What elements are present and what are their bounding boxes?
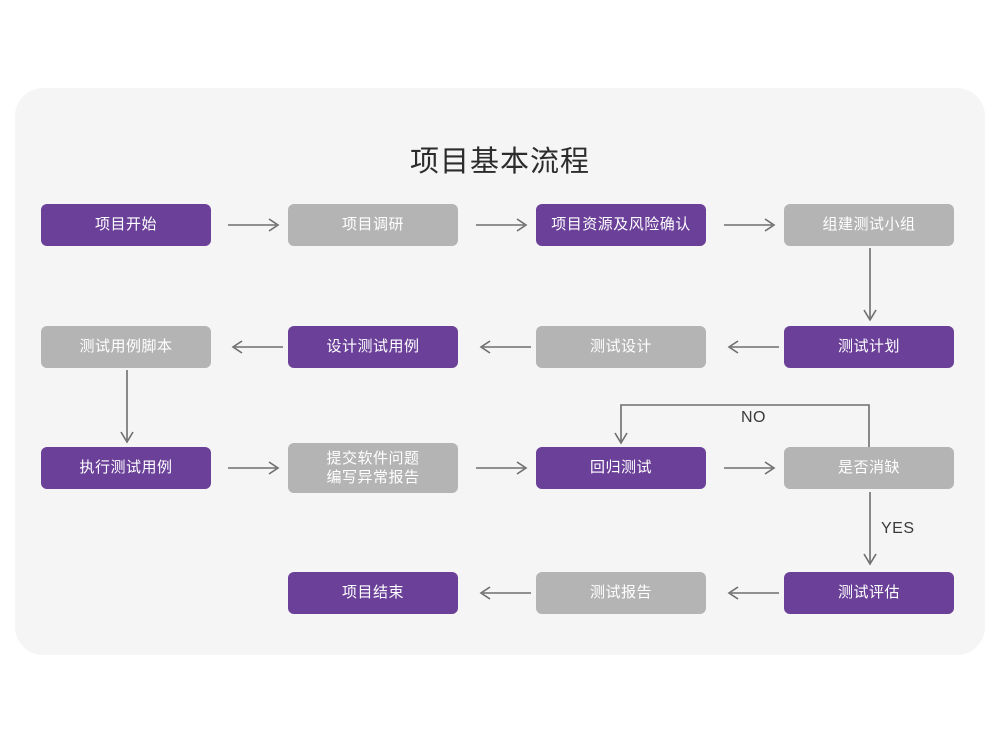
node-test-case-script[interactable]: 测试用例脚本 — [41, 326, 211, 368]
arrow-n6-to-n5 — [228, 337, 283, 357]
node-test-report[interactable]: 测试报告 — [536, 572, 706, 614]
node-project-start[interactable]: 项目开始 — [41, 204, 211, 246]
flowchart-panel: 项目基本流程 项目开始 项目调研 项目资源及风险确认 组建测试小组 测试用例脚本 — [15, 88, 985, 655]
node-design-test-case[interactable]: 设计测试用例 — [288, 326, 458, 368]
node-test-plan[interactable]: 测试计划 — [784, 326, 954, 368]
node-execute-test-case[interactable]: 执行测试用例 — [41, 447, 211, 489]
page-title: 项目基本流程 — [409, 146, 590, 178]
arrow-n7-to-n6 — [476, 337, 531, 357]
arrow-n9-to-n10 — [228, 458, 283, 478]
node-submit-defect-report[interactable]: 提交软件问题 编写异常报告 — [288, 443, 458, 493]
arrow-n1-to-n2 — [228, 215, 283, 235]
node-form-test-team[interactable]: 组建测试小组 — [784, 204, 954, 246]
arrow-n14-to-n13 — [476, 583, 531, 603]
arrow-n5-to-n9 — [118, 370, 136, 448]
arrow-n4-to-n8 — [861, 248, 879, 326]
node-label-line-1: 提交软件问题 — [326, 449, 420, 467]
node-regression-test[interactable]: 回归测试 — [536, 447, 706, 489]
arrow-n3-to-n4 — [724, 215, 779, 235]
arrow-n15-to-n14 — [724, 583, 779, 603]
node-test-design[interactable]: 测试设计 — [536, 326, 706, 368]
node-test-evaluation[interactable]: 测试评估 — [784, 572, 954, 614]
arrow-n10-to-n11 — [476, 458, 531, 478]
arrow-n12-to-n15-yes — [861, 492, 879, 570]
node-project-research[interactable]: 项目调研 — [288, 204, 458, 246]
edge-label-yes: YES — [881, 520, 915, 537]
arrow-n2-to-n3 — [476, 215, 531, 235]
arrow-n11-to-n12 — [724, 458, 779, 478]
arrow-n8-to-n7 — [724, 337, 779, 357]
node-resource-risk-confirm[interactable]: 项目资源及风险确认 — [536, 204, 706, 246]
node-label-line-2: 编写异常报告 — [326, 469, 420, 486]
node-project-end[interactable]: 项目结束 — [288, 572, 458, 614]
edge-label-no: NO — [741, 409, 766, 426]
node-defect-resolved[interactable]: 是否消缺 — [784, 447, 954, 489]
